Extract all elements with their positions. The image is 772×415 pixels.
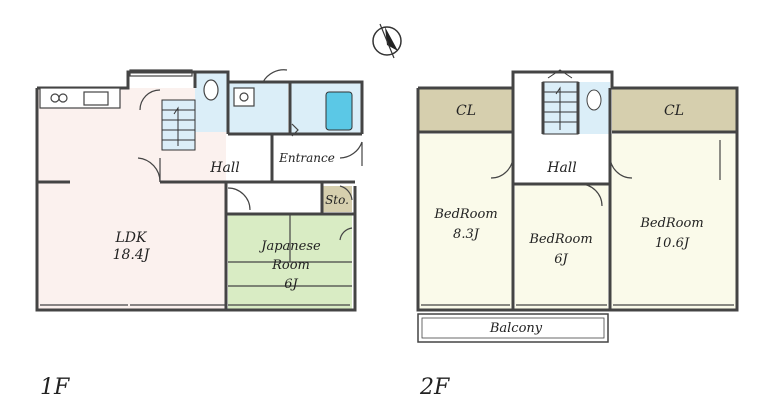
toilet-2f	[586, 89, 602, 111]
japanese-room-size: 6J	[284, 277, 298, 292]
japanese-room-label-1: Japanese	[258, 239, 321, 254]
entrance-label: Entrance	[278, 151, 335, 165]
stairs-1f	[161, 99, 196, 151]
bathtub	[325, 91, 353, 131]
ldk-label: LDK	[115, 230, 149, 246]
balcony	[417, 313, 609, 343]
bedroom-3-size: 10.6J	[655, 236, 690, 251]
bedroom-2-size: 6J	[554, 252, 568, 267]
closet-left-label: CL	[456, 103, 476, 119]
north-arrow-icon	[372, 23, 402, 59]
floor-1-plan: LDK 18.4J Hall Entrance Sto. Japanese Ro…	[35, 69, 364, 312]
bedroom-3-label: BedRoom	[639, 216, 703, 231]
bedroom-1	[418, 134, 513, 310]
bedroom-1-label: BedRoom	[433, 207, 497, 222]
closet-right	[612, 88, 737, 132]
storage-label: Sto.	[325, 193, 349, 207]
ldk-size: 18.4J	[113, 247, 151, 263]
hall-label-2f: Hall	[546, 160, 577, 176]
bedroom-3	[610, 134, 737, 310]
closet-left	[418, 88, 513, 132]
balcony-label: Balcony	[489, 321, 543, 336]
floor-2-plan: CL CL Hall BedRoom 8.3J BedRoom 6J BedRo…	[416, 69, 739, 343]
bedroom-2-label: BedRoom	[528, 232, 592, 247]
japanese-room-label-2: Room	[271, 258, 310, 273]
floor-1-label: 1F	[40, 375, 70, 400]
closet-right-label: CL	[664, 103, 684, 119]
hall-label-1f: Hall	[209, 160, 240, 176]
bedroom-2	[515, 184, 608, 310]
floor-2-label: 2F	[420, 375, 450, 400]
bedroom-1-size: 8.3J	[453, 227, 480, 242]
